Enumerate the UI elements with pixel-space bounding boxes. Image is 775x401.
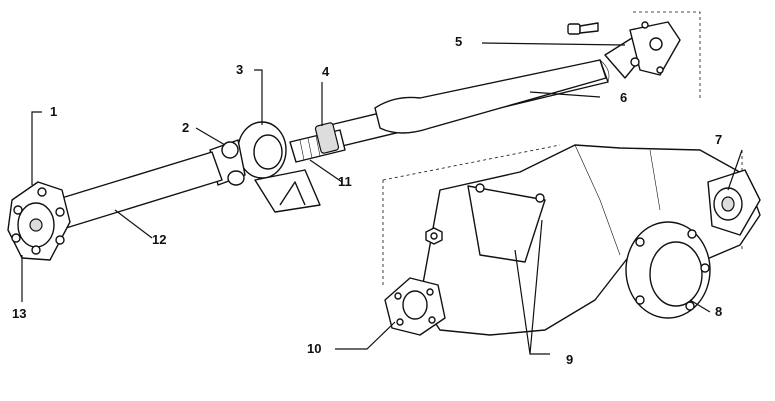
callout-2: 2 (182, 120, 189, 135)
callout-4: 4 (322, 64, 330, 79)
flange-bolt (567, 22, 599, 35)
flexible-coupling (7, 181, 71, 261)
callout-9: 9 (566, 352, 573, 367)
rear-universal-joint (604, 21, 681, 79)
callout-6: 6 (620, 90, 627, 105)
leader-lines (21, 42, 743, 355)
slip-joint (289, 122, 346, 163)
callout-13: 13 (12, 306, 26, 321)
callout-7: 7 (715, 132, 722, 147)
callout-1: 1 (50, 104, 57, 119)
front-propshaft-tube (54, 151, 223, 229)
callout-3: 3 (236, 62, 243, 77)
callout-labels: 1 2 3 4 5 6 7 8 9 10 11 12 13 (12, 34, 722, 367)
differential-housing (419, 144, 761, 336)
pinion-input-flange (384, 277, 446, 336)
rear-mount (707, 169, 761, 236)
callout-5: 5 (455, 34, 462, 49)
callout-10: 10 (307, 341, 321, 356)
rear-propshaft-tube (329, 59, 610, 148)
mounting-nut (425, 227, 443, 245)
side-output-flange (625, 221, 711, 319)
callout-11: 11 (338, 174, 352, 189)
callout-8: 8 (715, 304, 722, 319)
callout-12: 12 (152, 232, 166, 247)
center-bearing (237, 121, 321, 213)
